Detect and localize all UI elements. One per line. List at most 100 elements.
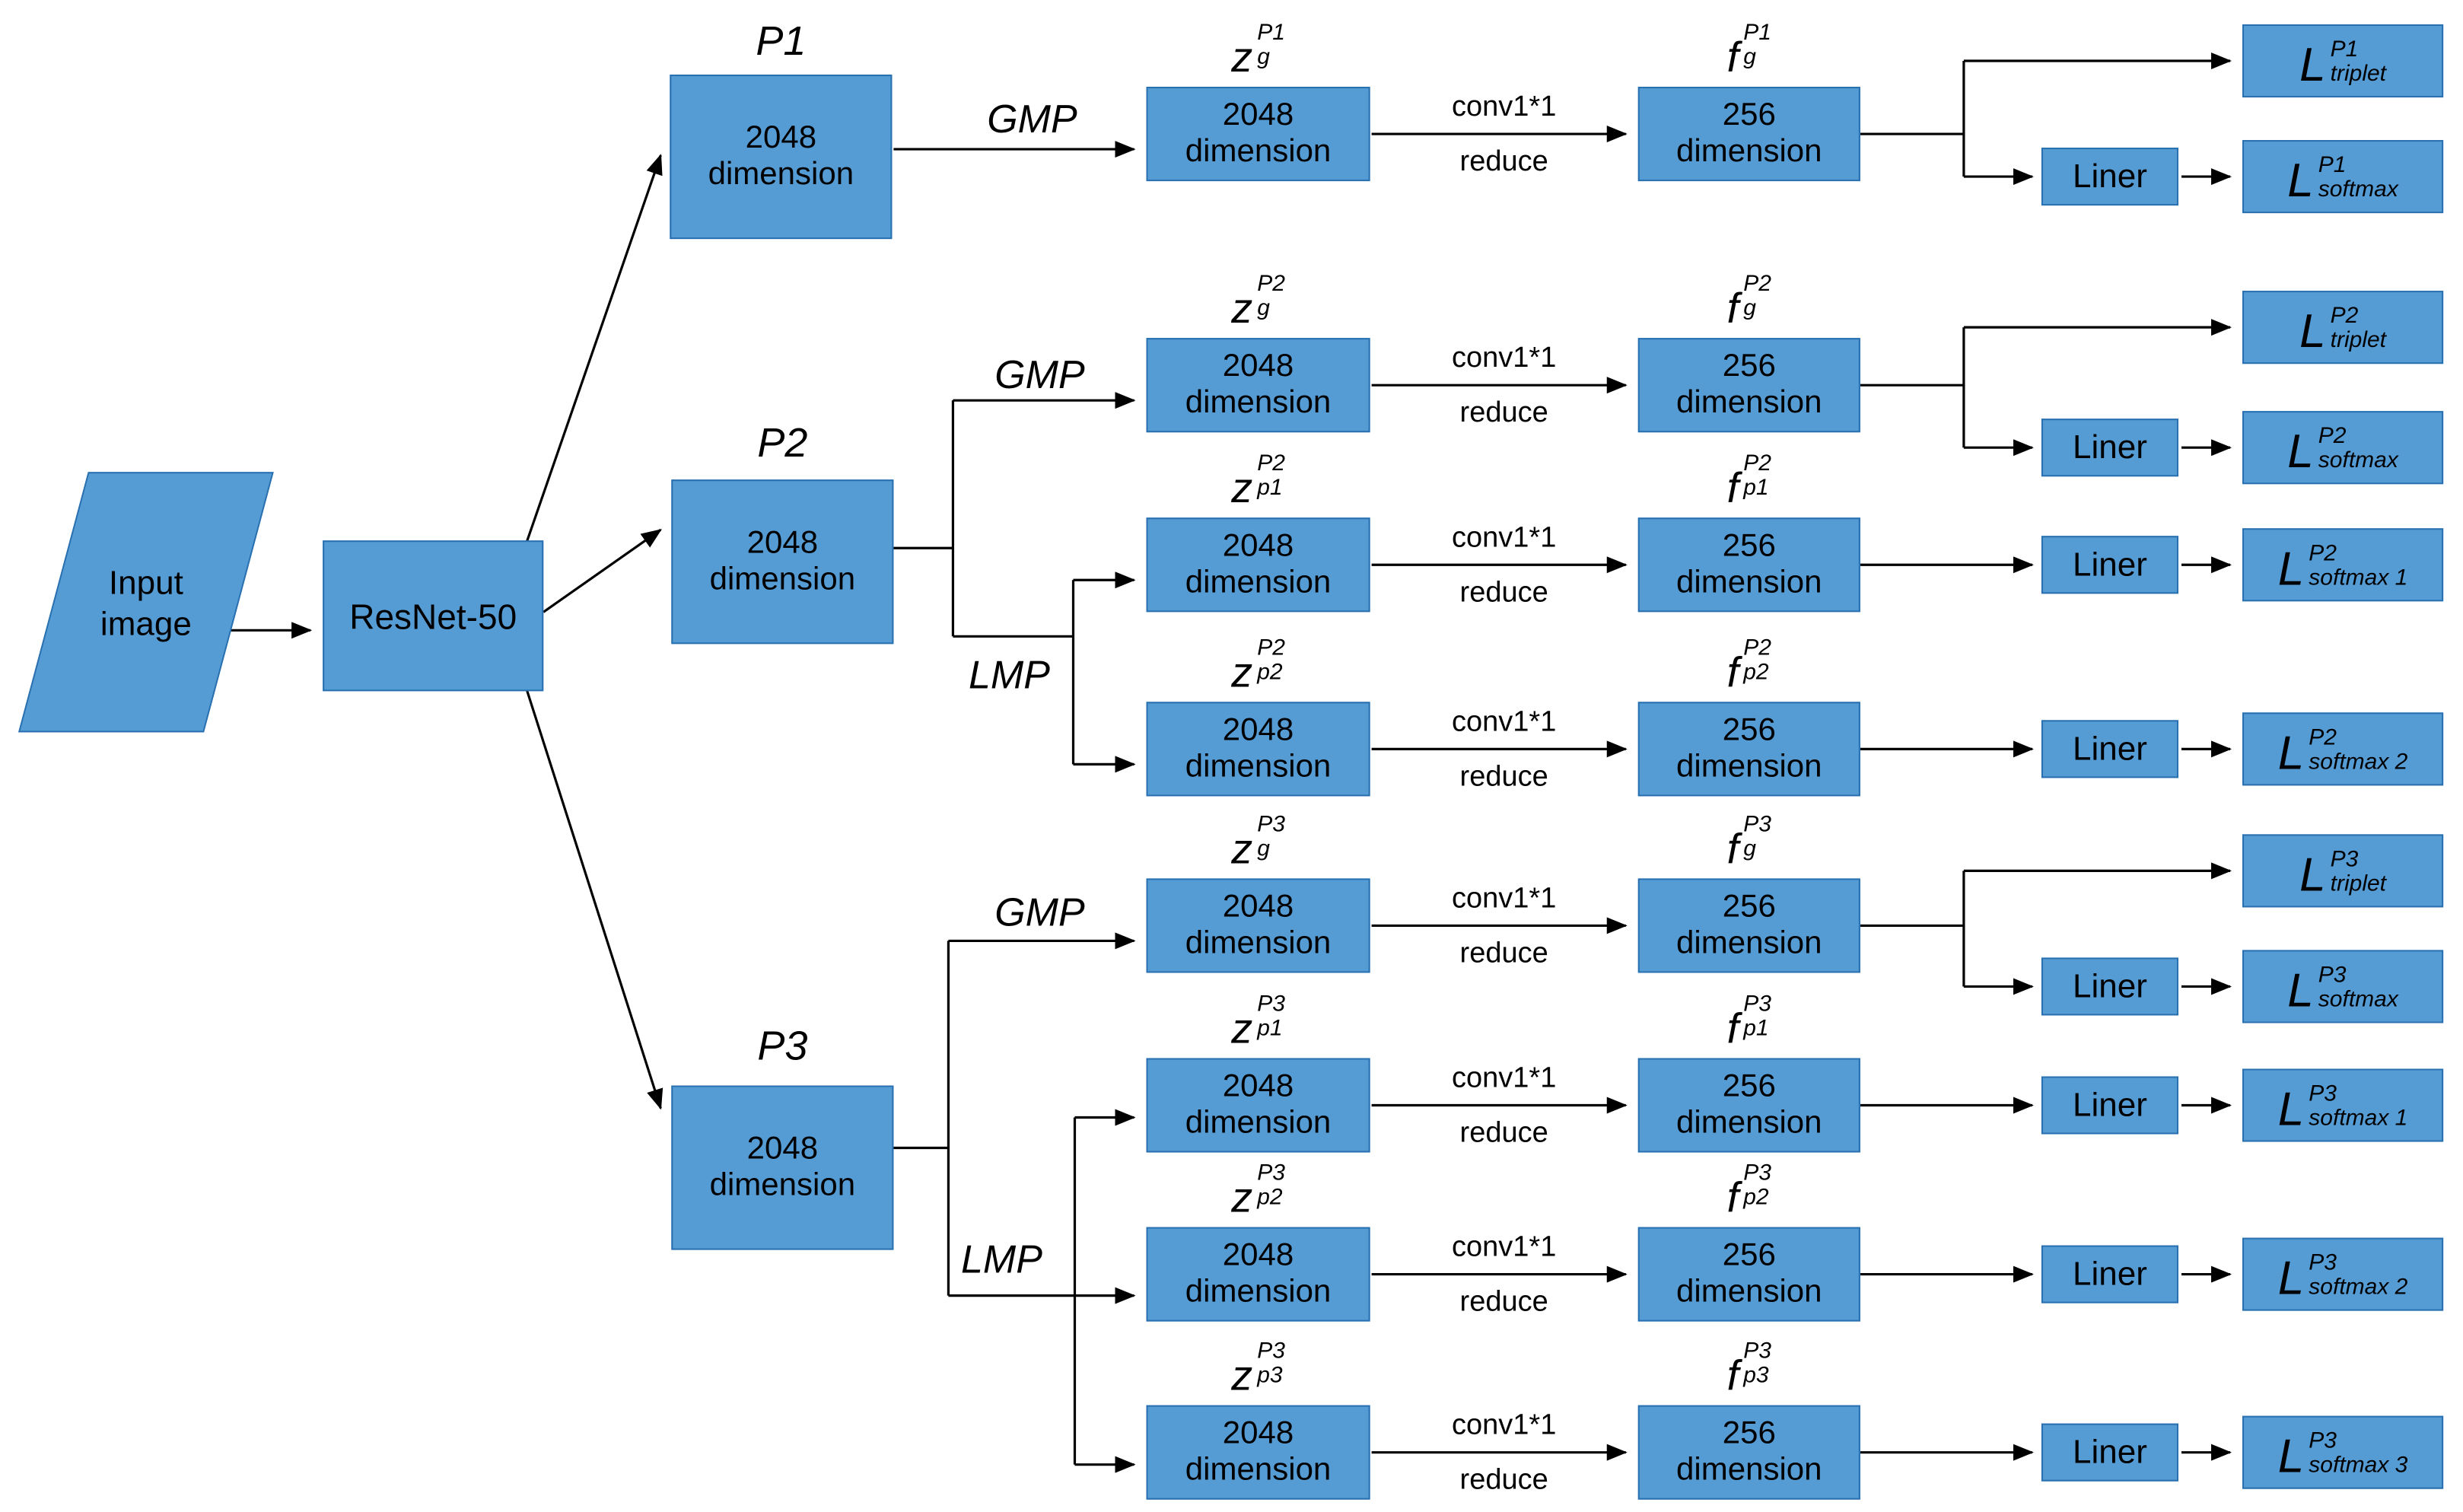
math-sub: p2 [1743, 659, 1769, 686]
math-sup: P3 [2309, 1080, 2337, 1106]
branch-title-p3: P3 [757, 1023, 808, 1069]
math-sub: p1 [1743, 1015, 1769, 1042]
liner-box-p3-p3: Liner [2041, 1423, 2179, 1482]
math-main: f [1726, 285, 1739, 333]
math-main: z [1231, 285, 1253, 333]
math-sub: softmax 1 [2309, 1104, 2408, 1131]
math-main: L [2277, 1082, 2305, 1136]
math-main: f [1726, 1173, 1739, 1221]
math-sub: softmax [2318, 985, 2398, 1012]
math-sup: P3 [2309, 1249, 2337, 1275]
conv-label-p2-p1: conv1*1 reduce [1413, 522, 1596, 609]
math-sub: g [1743, 836, 1756, 862]
conv-label-p1-g: conv1*1 reduce [1413, 91, 1596, 178]
liner-box-p1-g: Liner [2041, 148, 2179, 206]
conv-label-p3-p3: conv1*1 reduce [1413, 1409, 1596, 1497]
math-sub: g [1257, 44, 1270, 71]
math-sup: P2 [2318, 422, 2347, 449]
conv-line1: conv1*1 [1451, 883, 1557, 915]
liner-box-p2-p1: Liner [2041, 536, 2179, 594]
math-main: z [1231, 1173, 1253, 1221]
conv-label-p2-p2: conv1*1 reduce [1413, 706, 1596, 794]
math-sup: P2 [2309, 540, 2337, 566]
conv-label-p2-g: conv1*1 reduce [1413, 343, 1596, 429]
math-sub: triplet [2330, 60, 2387, 87]
input-image-label: Input image [100, 562, 192, 642]
math-sup: P1 [2330, 36, 2359, 62]
conv-line1: conv1*1 [1451, 91, 1557, 124]
math-sub: p3 [1257, 1362, 1283, 1389]
math-sub: softmax [2318, 176, 2398, 202]
math-sub: p1 [1257, 475, 1283, 501]
math-sup: P3 [2309, 1427, 2337, 1453]
conv-line2: reduce [1459, 761, 1548, 794]
math-sub: p2 [1743, 1184, 1769, 1211]
math-main: L [2277, 542, 2305, 596]
math-sup: P2 [1257, 271, 1285, 298]
backbone-node: ResNet-50 [323, 540, 544, 692]
conv-line2: reduce [1459, 937, 1548, 970]
math-main: L [2299, 848, 2326, 902]
conv-line1: conv1*1 [1451, 706, 1557, 739]
z-box-p2-p2: 2048 dimension [1146, 702, 1370, 797]
math-sub: triplet [2330, 870, 2387, 896]
z-box-p1-g: 2048 dimension [1146, 87, 1370, 182]
conv-label-p3-p2: conv1*1 reduce [1413, 1233, 1596, 1319]
f-box-p3-g: 256 dimension [1637, 878, 1860, 973]
z-box-p3-p2: 2048 dimension [1146, 1227, 1370, 1322]
conv-line1: conv1*1 [1451, 522, 1557, 555]
math-sup: P1 [1743, 20, 1771, 46]
math-sup: P2 [1743, 271, 1771, 298]
math-sub: triplet [2330, 326, 2387, 353]
liner-box-p2-g: Liner [2041, 419, 2179, 477]
conv-line1: conv1*1 [1451, 1231, 1557, 1264]
math-main: f [1726, 33, 1739, 81]
math-main: L [2299, 38, 2326, 92]
math-sup: P2 [1743, 450, 1771, 477]
f-box-p3-p1: 256 dimension [1637, 1058, 1860, 1153]
conv-line1: conv1*1 [1451, 1409, 1557, 1442]
math-main: z [1231, 33, 1253, 81]
conv-line2: reduce [1459, 1286, 1548, 1319]
math-sup: P3 [1743, 1160, 1771, 1186]
math-sub: g [1257, 295, 1270, 322]
f-box-p2-p1: 256 dimension [1637, 517, 1860, 613]
liner-box-p3-g: Liner [2041, 957, 2179, 1016]
math-main: z [1231, 464, 1253, 512]
math-main: L [2277, 1429, 2305, 1483]
math-main: z [1231, 1351, 1253, 1399]
gmp-label-p1: GMP [987, 96, 1077, 142]
arrow-lines [230, 53, 2232, 1473]
math-main: f [1726, 1351, 1739, 1399]
math-main: z [1231, 648, 1253, 696]
z-box-p3-p3: 2048 dimension [1146, 1405, 1370, 1500]
math-sub: p1 [1743, 475, 1769, 501]
math-sub: p2 [1257, 659, 1283, 686]
liner-box-p2-p2: Liner [2041, 720, 2179, 778]
z-box-p2-p1: 2048 dimension [1146, 517, 1370, 613]
math-sub: softmax 2 [2309, 748, 2408, 775]
math-sup: P3 [1257, 1160, 1285, 1186]
z-box-p3-p1: 2048 dimension [1146, 1058, 1370, 1153]
z-box-p2-g: 2048 dimension [1146, 338, 1370, 433]
math-sup: P1 [2318, 151, 2347, 178]
math-sup: P3 [1257, 1338, 1285, 1364]
